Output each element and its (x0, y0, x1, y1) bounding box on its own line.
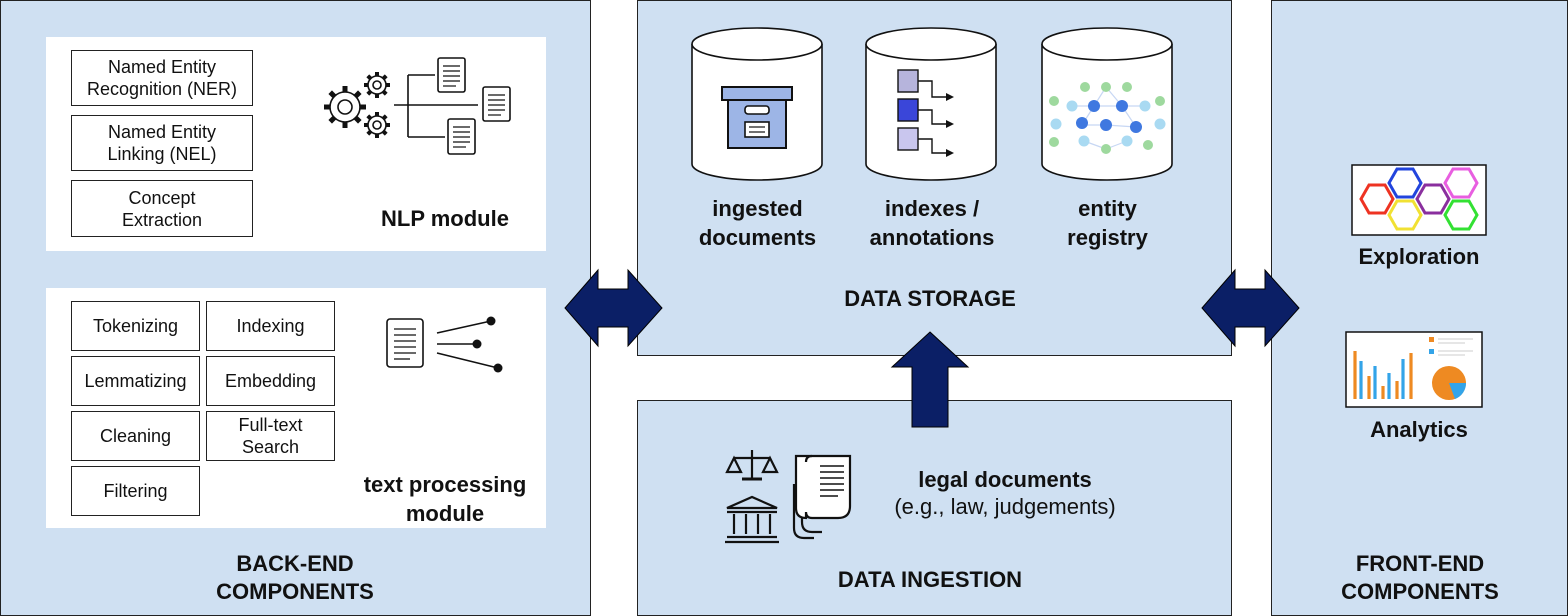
cleaning-box: Cleaning (71, 411, 200, 461)
analytics-label: Analytics (1370, 417, 1468, 442)
entity-graph-icon (1049, 82, 1166, 154)
document-share-icon (386, 316, 503, 373)
indexes-annotations-label: indexes / annotations (869, 196, 995, 250)
storage-cylinders (691, 27, 1173, 181)
nel-box: Named Entity Linking (NEL) (71, 115, 253, 171)
concept-extraction-box: Concept Extraction (71, 180, 253, 237)
tokenizing-box: Tokenizing (71, 301, 200, 351)
exploration-icon (1351, 164, 1487, 236)
data-ingestion-title: DATA INGESTION (837, 567, 1023, 592)
text-processing-title: text processing module (363, 472, 527, 526)
ner-box: Named Entity Recognition (NER) (71, 50, 253, 106)
data-storage-title: DATA STORAGE (844, 286, 1016, 311)
embedding-box: Embedding (206, 356, 335, 406)
legal-documents-subtitle: (e.g., law, judgements) (894, 494, 1116, 519)
nlp-module-title: NLP module (381, 206, 509, 231)
ingestion-to-storage-arrow (890, 331, 970, 428)
frontend-panel (1271, 0, 1568, 616)
entity-registry-label: entity registry (1067, 196, 1148, 250)
indexing-box: Indexing (206, 301, 335, 351)
index-blocks-icon (897, 69, 954, 157)
storage-frontend-double-arrow (1201, 268, 1300, 348)
lemmatizing-box: Lemmatizing (71, 356, 200, 406)
legal-icons (725, 450, 852, 544)
exploration-label: Exploration (1358, 244, 1480, 269)
filtering-box: Filtering (71, 466, 200, 516)
gears-document-tree-icon (324, 57, 511, 155)
frontend-title: FRONT-END COMPONENTS (1341, 551, 1499, 604)
archive-box-icon (721, 86, 793, 149)
backend-storage-double-arrow (564, 268, 663, 348)
ingested-documents-label: ingested documents (698, 196, 817, 250)
full-text-search-box: Full-text Search (206, 411, 335, 461)
backend-title: BACK-END COMPONENTS (216, 551, 374, 604)
legal-documents-title: legal documents (918, 467, 1092, 492)
analytics-icon (1345, 331, 1483, 408)
